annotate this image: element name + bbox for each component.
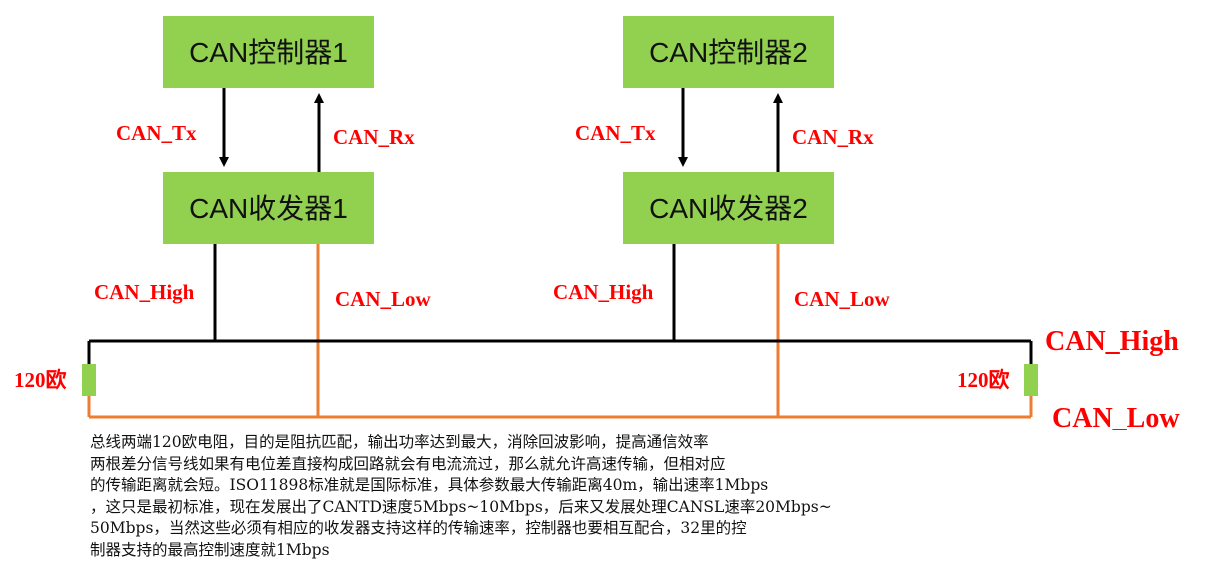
note-line: 制器支持的最高控制速度就1Mbps — [90, 540, 330, 559]
tx-label-2: CAN_Tx — [575, 121, 656, 145]
bus-low-label: CAN_Low — [1052, 403, 1180, 430]
can-controller-1: CAN控制器1 — [163, 16, 374, 88]
left-resistor-label: 120欧 — [14, 368, 67, 392]
can-transceiver-2: CAN收发器2 — [623, 172, 834, 244]
note-line: 总线两端120欧电阻，目的是阻抗匹配，输出功率达到最大，消除回波影响，提高通信效… — [90, 433, 709, 451]
explanation-text: 总线两端120欧电阻，目的是阻抗匹配，输出功率达到最大，消除回波影响，提高通信效… — [90, 432, 1030, 561]
can-transceiver-1-label: CAN收发器1 — [189, 193, 348, 224]
high-label-1: CAN_High — [94, 280, 195, 304]
rx-label-2: CAN_Rx — [792, 125, 874, 149]
right-resistor — [1024, 364, 1038, 396]
can-transceiver-1: CAN收发器1 — [163, 172, 374, 244]
left-resistor — [82, 364, 96, 396]
can-controller-1-label: CAN控制器1 — [189, 37, 348, 68]
tx-label-1: CAN_Tx — [116, 121, 197, 145]
note-line: 两根差分信号线如果有电位差直接构成回路就会有电流流过，那么就允许高速传输，但相对… — [90, 454, 726, 473]
can-transceiver-2-label: CAN收发器2 — [649, 193, 808, 224]
rx-label-1: CAN_Rx — [333, 125, 415, 149]
low-label-2: CAN_Low — [794, 287, 891, 311]
low-label-1: CAN_Low — [335, 287, 432, 311]
can-controller-2-label: CAN控制器2 — [649, 37, 808, 68]
note-line: 的传输距离就会短。ISO11898标准就是国际标准，具体参数最大传输距离40m，… — [90, 476, 769, 494]
note-line: ，这只是最初标准，现在发展出了CANTD速度5Mbps~10Mbps，后来又发展… — [90, 497, 832, 516]
high-label-2: CAN_High — [553, 280, 654, 304]
can-bus-diagram: CAN控制器1 CAN收发器1 CAN_Tx CAN_Rx CAN_High C… — [14, 16, 1180, 430]
bus-high-label: CAN_High — [1045, 326, 1179, 357]
note-line: 50Mbps，当然这些必须有相应的收发器支持这样的传输速率，控制器也要相互配合，… — [90, 519, 747, 537]
can-controller-2: CAN控制器2 — [623, 16, 834, 88]
right-resistor-label: 120欧 — [957, 368, 1010, 392]
